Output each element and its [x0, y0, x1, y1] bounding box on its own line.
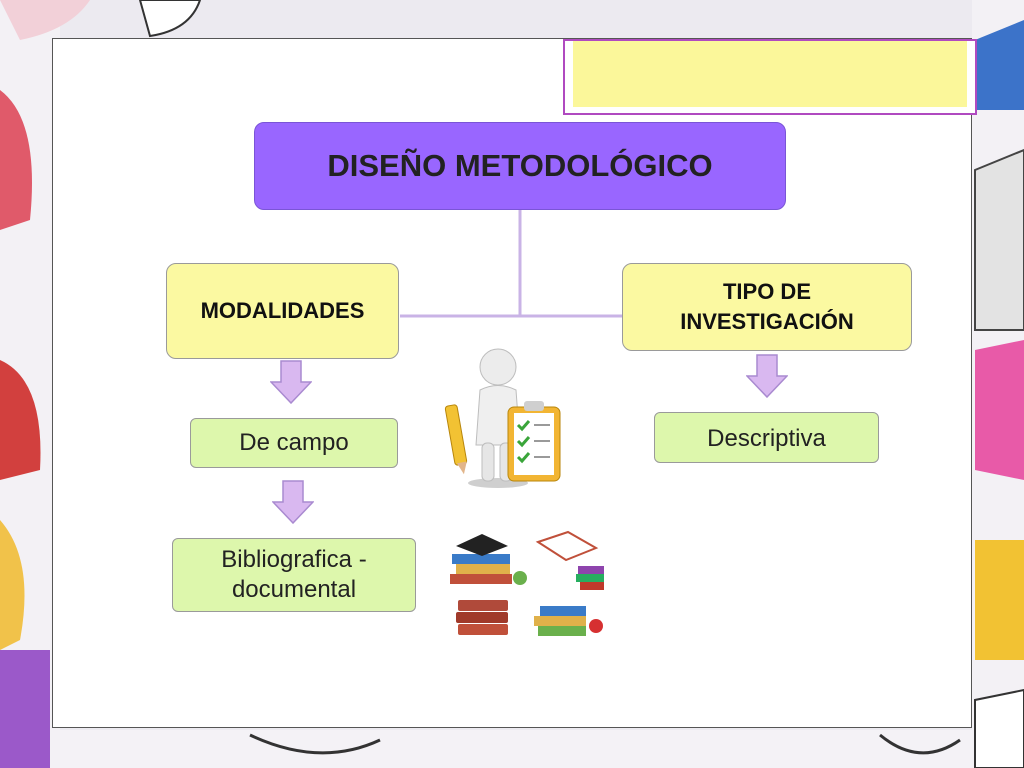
descriptiva-label: Descriptiva [707, 425, 826, 452]
bibliografica-box: Bibliografica - documental [172, 538, 416, 612]
de-campo-label: De campo [239, 429, 349, 456]
bibliografica-label: Bibliografica - documental [221, 546, 367, 603]
books-stack-icon [450, 530, 604, 636]
de-campo-box: De campo [190, 418, 398, 468]
modalidades-label: MODALIDADES [200, 298, 365, 323]
arrow-down-icon [746, 354, 788, 398]
tipo-investigacion-box: TIPO DE INVESTIGACIÓN [622, 263, 912, 351]
arrow-down-icon [272, 480, 314, 524]
person-clipboard-icon [444, 348, 561, 488]
arrow-down-icon [270, 360, 312, 404]
title-box: DISEÑO METODOLÓGICO [254, 122, 786, 210]
note-box [563, 39, 977, 115]
modalidades-box: MODALIDADES [166, 263, 399, 359]
tipo-investigacion-label: TIPO DE INVESTIGACIÓN [680, 279, 854, 334]
note-box-fill [573, 41, 967, 107]
title-text: DISEÑO METODOLÓGICO [327, 148, 713, 183]
descriptiva-box: Descriptiva [654, 412, 879, 463]
